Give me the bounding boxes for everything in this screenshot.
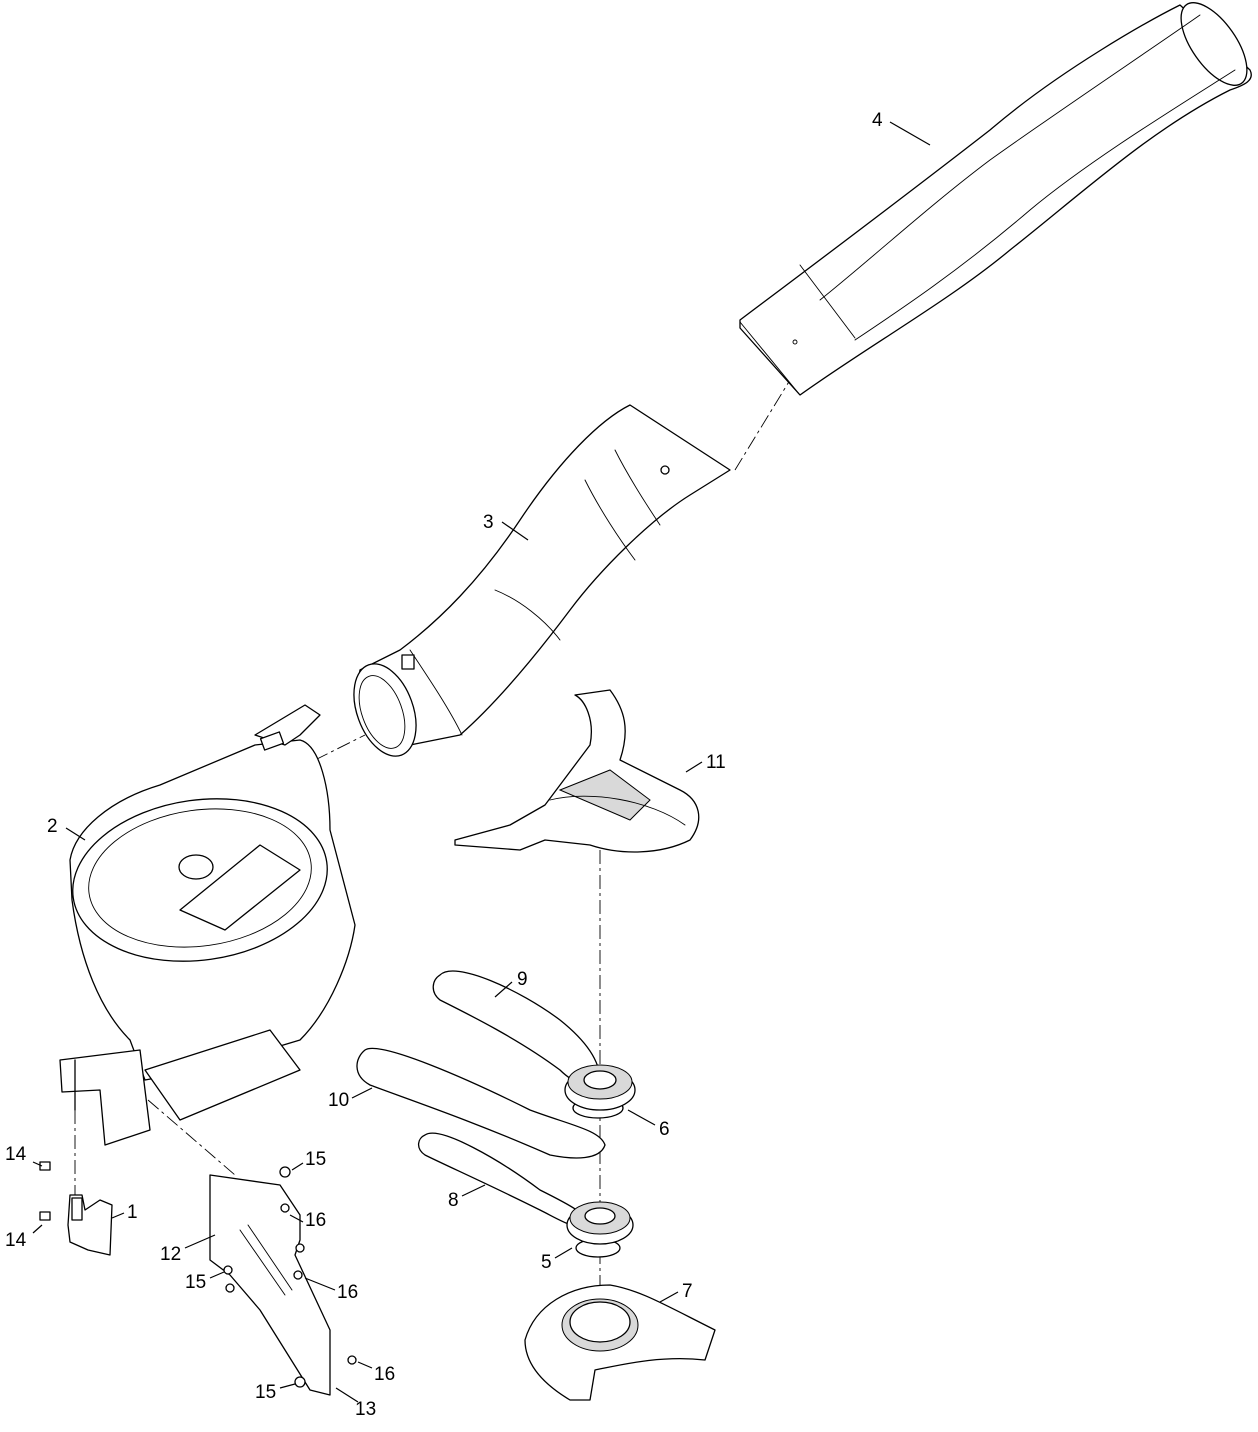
callout-15-top: 15 [305,1149,326,1170]
callout-9: 9 [517,969,528,990]
callout-labels: 4 3 2 11 9 10 6 8 5 7 1 12 13 14 14 15 1… [5,110,883,1420]
callout-4: 4 [872,110,883,131]
pulley-5 [566,1201,634,1258]
callout-1: 1 [127,1202,138,1223]
callout-3: 3 [483,512,494,533]
callout-15-middle: 15 [185,1272,206,1293]
callout-6: 6 [659,1119,670,1140]
callout-14-upper: 14 [5,1144,27,1165]
centerlines [74,379,791,1345]
callout-16-middle: 16 [337,1282,358,1303]
fasteners-15-16 [223,1166,357,1388]
callout-13: 13 [355,1399,376,1420]
callout-15-bottom: 15 [255,1382,276,1403]
lower-belt-guard [524,1284,716,1401]
pulley-6 [564,1064,636,1119]
callout-10: 10 [328,1090,349,1111]
callout-8: 8 [448,1190,459,1211]
hinge-bracket [67,1194,113,1256]
callout-7: 7 [682,1281,693,1302]
belt-10 [356,1047,606,1159]
callout-14-lower: 14 [5,1230,27,1251]
callout-leaders [32,121,931,1403]
lower-discharge-tube [353,404,731,757]
callout-2: 2 [47,816,58,837]
upper-discharge-tube [739,2,1252,396]
callout-12: 12 [160,1244,181,1265]
belt-guard [454,689,700,853]
callout-5: 5 [541,1252,552,1273]
callout-16-top: 16 [305,1210,326,1231]
callout-11: 11 [706,752,726,773]
bolts-14 [39,1161,51,1221]
callout-16-bottom: 16 [374,1364,395,1385]
blower-housing [59,704,356,1146]
